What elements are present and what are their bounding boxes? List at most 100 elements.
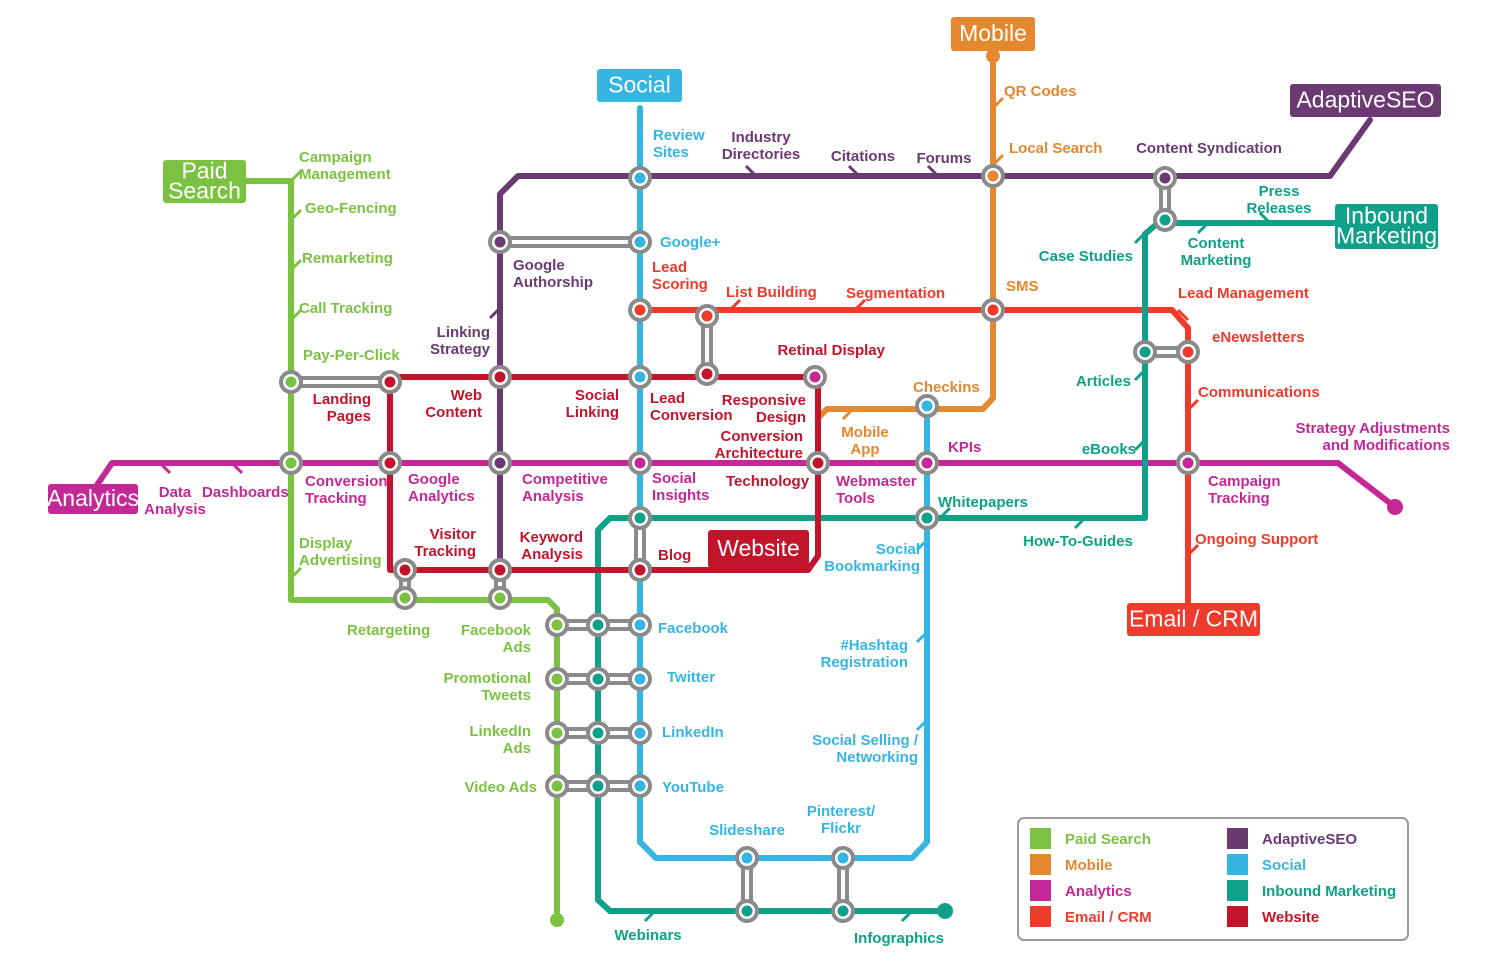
title-box <box>597 69 682 102</box>
station-core <box>921 457 933 469</box>
station-core <box>741 852 753 864</box>
station-core <box>494 592 506 604</box>
legend-item: Social <box>1227 854 1306 875</box>
stop-tick <box>1186 398 1200 412</box>
legend-item: Email / CRM <box>1030 906 1152 927</box>
station-core <box>285 376 297 388</box>
legend-swatch <box>1030 906 1051 927</box>
legend-label: Social <box>1262 857 1306 874</box>
legend-swatch <box>1227 906 1248 927</box>
stop-label-local-search: Local Search <box>1009 140 1102 157</box>
station-core <box>494 564 506 576</box>
stop-label-call-tracking: Call Tracking <box>299 300 392 317</box>
mobile-terminus <box>986 49 1000 63</box>
station-core <box>494 457 506 469</box>
station-core <box>634 780 646 792</box>
stop-label-blog: Blog <box>658 547 691 564</box>
stop-label-pay-per-click: Pay-Per-Click <box>303 347 400 364</box>
line-title-text: Mobile <box>959 20 1027 46</box>
stop-tick <box>1176 308 1190 322</box>
line-paid-search <box>242 178 560 923</box>
stop-label-ongoing-support: Ongoing Support <box>1195 531 1318 548</box>
legend-swatch <box>1227 828 1248 849</box>
stop-tick <box>289 208 303 222</box>
stop-label-citations: Citations <box>831 148 895 165</box>
station-core <box>741 905 753 917</box>
stop-tick <box>841 407 855 421</box>
stop-label-forums: Forums <box>916 150 971 167</box>
station-core <box>634 673 646 685</box>
stop-label-communications: Communications <box>1198 384 1320 401</box>
stop-tick <box>926 164 940 178</box>
stop-label-twitter: Twitter <box>667 669 715 686</box>
route-lines <box>92 49 1403 927</box>
legend-item: Mobile <box>1030 854 1113 875</box>
legend-item: AdaptiveSEO <box>1227 828 1357 849</box>
stop-tick <box>938 506 952 520</box>
station-core <box>701 310 713 322</box>
stop-label-kpis: KPIs <box>948 439 981 456</box>
line-title-social: Social <box>597 69 682 102</box>
stop-tick <box>847 164 861 178</box>
legend-label: Mobile <box>1065 857 1113 874</box>
stop-tick <box>158 461 172 475</box>
stop-label-sms: SMS <box>1006 278 1039 295</box>
legend-swatch <box>1030 880 1051 901</box>
legend-item: Website <box>1227 906 1319 927</box>
station-core <box>1159 172 1171 184</box>
station-core <box>399 592 411 604</box>
legend-label: AdaptiveSEO <box>1262 831 1357 848</box>
stop-tick <box>744 164 758 178</box>
stop-label-qr-codes: QR Codes <box>1004 83 1077 100</box>
station-core <box>384 376 396 388</box>
stop-label-slideshare: Slideshare <box>709 822 785 839</box>
legend-item: Analytics <box>1030 880 1132 901</box>
line-title-text: Analytics <box>47 485 139 511</box>
line-title-adaptive-seo: AdaptiveSEO <box>1290 84 1441 117</box>
title-box <box>1127 603 1260 636</box>
title-box <box>1335 204 1438 249</box>
station-core <box>1139 346 1151 358</box>
stop-tick <box>1133 231 1147 245</box>
station-core <box>634 304 646 316</box>
stop-label-lead-management: Lead Management <box>1178 285 1309 302</box>
station-core <box>384 457 396 469</box>
station-core <box>634 172 646 184</box>
stop-label-enewsletters: eNewsletters <box>1212 329 1305 346</box>
stop-label-retinal-display: Retinal Display <box>777 342 885 359</box>
station-core <box>1182 346 1194 358</box>
stop-tick <box>643 909 657 923</box>
station-core <box>812 457 824 469</box>
line-mobile <box>817 53 996 419</box>
station-core <box>592 619 604 631</box>
station-core <box>634 564 646 576</box>
stop-label-articles: Articles <box>1076 373 1131 390</box>
station-core <box>634 512 646 524</box>
station-core <box>837 905 849 917</box>
line-analytics <box>92 460 1398 510</box>
title-box <box>1290 84 1441 117</box>
stop-label-ebooks: eBooks <box>1082 441 1136 458</box>
legend-swatch <box>1030 828 1051 849</box>
stop-label-technology: Technology <box>726 473 810 490</box>
inbound-terminus <box>937 903 953 919</box>
stop-tick <box>289 566 303 580</box>
line-social <box>637 105 930 861</box>
station-core <box>701 368 713 380</box>
station-core <box>987 304 999 316</box>
line-title-text: Website <box>717 535 800 561</box>
